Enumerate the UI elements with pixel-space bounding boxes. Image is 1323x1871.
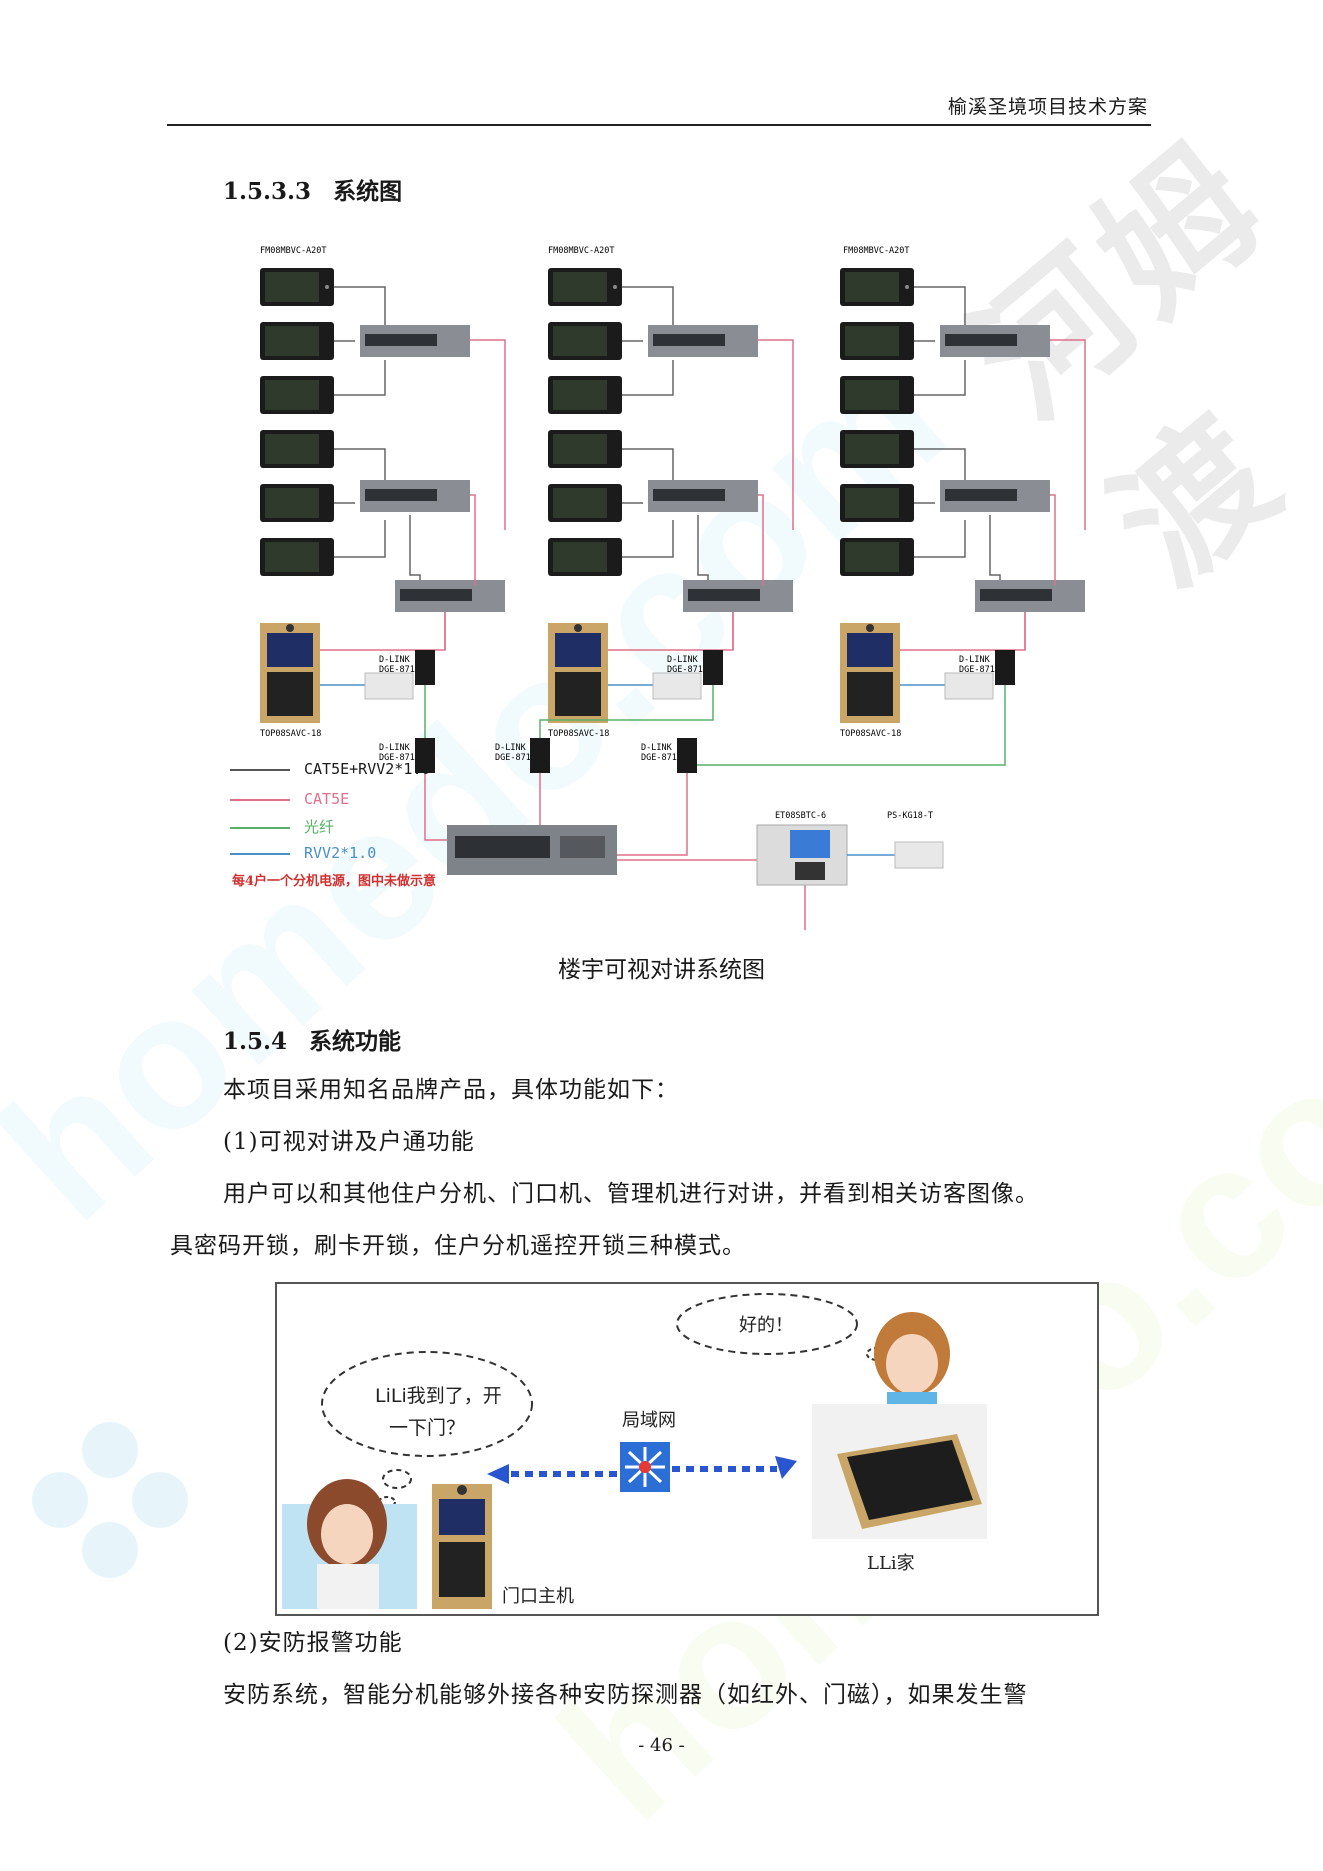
legend-swatch: [230, 768, 290, 771]
indoor-monitor-icon: [260, 268, 334, 576]
legend-swatch: [230, 798, 290, 801]
header-rule: [167, 124, 1151, 126]
diagram-svg: FM08MBVC-A20T FM08MBVC-A20T FM08MBVC-A20…: [260, 246, 1086, 930]
converter-label: D-LINK: [379, 743, 411, 753]
door-station-icon: [432, 1484, 492, 1609]
lan-label: 局域网: [622, 1410, 676, 1431]
door-station-label: 门口主机: [502, 1586, 574, 1607]
converter-label: DGE-871: [379, 753, 415, 763]
running-header: 榆溪圣境项目技术方案: [947, 96, 1148, 118]
bubble-left-line1: LiLi我到了，开: [375, 1385, 502, 1407]
indoor-tablet-icon: [812, 1404, 987, 1539]
legend-label: CAT5E: [304, 790, 350, 808]
paragraph: 用户可以和其他住户分机、门口机、管理机进行对讲，并看到相关访客图像。: [223, 1181, 1039, 1207]
building-column: TOP08SAVC-18 D-LINK DGE-871: [260, 268, 506, 739]
home-label: LLi家: [867, 1553, 915, 1574]
arrow-left-icon: [487, 1464, 509, 1484]
section-number: 1.5.3.3: [223, 178, 312, 205]
bubble-right-text: 好的！: [739, 1315, 793, 1336]
section-number: 1.5.4: [223, 1028, 288, 1055]
manager-model-label: ET08SBTC-6: [775, 811, 826, 821]
legend-label: 光纤: [304, 818, 335, 836]
manager-station-icon: [756, 824, 848, 886]
converter-label: DGE-871: [379, 665, 415, 675]
monitor-model-label: FM08MBVC-A20T: [548, 246, 615, 256]
system-diagram: FM08MBVC-A20T FM08MBVC-A20T FM08MBVC-A20…: [215, 230, 1150, 930]
diagram-note: 每4户一个分机电源，图中未做示意: [232, 874, 437, 889]
converter-label: D-LINK: [495, 743, 527, 753]
thought-bubble-left: [321, 1351, 533, 1457]
lan-switch-icon: [620, 1442, 670, 1492]
converter-label: DGE-871: [495, 753, 531, 763]
section-title: 系统功能: [309, 1028, 402, 1055]
converter-label: D-LINK: [641, 743, 673, 753]
section-heading-154: 1.5.4 系统功能: [223, 1022, 401, 1056]
power-supply-icon: [364, 672, 414, 700]
feature-heading: (2)安防报警功能: [223, 1630, 403, 1656]
monitor-model-label: FM08MBVC-A20T: [260, 246, 327, 256]
converter-label: D-LINK: [379, 655, 411, 665]
arrow-right-icon: [775, 1456, 797, 1479]
power-supply-icon: [894, 841, 944, 869]
legend-item: RVV2*1.0: [230, 844, 376, 862]
resident-girl-icon: [874, 1312, 950, 1420]
resident-girl-icon: [282, 1479, 417, 1609]
door-station-icon: [260, 623, 320, 723]
watermark-logo-icon: [32, 1422, 188, 1578]
power-model-label: PS-KG18-T: [887, 811, 933, 821]
core-switch-icon: [447, 825, 617, 875]
figure-caption: 楼宇可视对讲系统图: [558, 957, 765, 983]
intercom-illustration: LiLi我到了，开 一下门？ 好的！ 门口主机: [275, 1282, 1099, 1616]
section-heading-1533: 1.5.3.3 系统图: [223, 172, 402, 206]
page-number: - 46 -: [638, 1735, 685, 1756]
paragraph: 安防系统，智能分机能够外接各种安防探测器（如红外、门磁），如果发生警: [223, 1682, 1028, 1708]
door-station-model-label: TOP08SAVC-18: [260, 729, 321, 739]
legend-label: CAT5E+RVV2*1.0: [304, 760, 431, 778]
legend-label: RVV2*1.0: [304, 844, 377, 862]
legend-swatch: [230, 826, 290, 829]
switch-icon: [360, 325, 505, 612]
monitor-model-label: FM08MBVC-A20T: [843, 246, 910, 256]
legend-item: CAT5E+RVV2*1.0: [230, 760, 430, 778]
media-converter-icon: [415, 650, 435, 685]
paragraph: 具密码开锁，刷卡开锁，住户分机遥控开锁三种模式。: [170, 1233, 746, 1259]
legend-item: CAT5E: [230, 790, 349, 808]
converter-label: DGE-871: [641, 753, 677, 763]
section-title: 系统图: [333, 178, 403, 205]
thought-bubble-right: [676, 1293, 858, 1355]
legend-item: 光纤: [230, 816, 334, 837]
media-converter-icon: [415, 738, 697, 773]
bubble-left-line2: 一下门？: [389, 1417, 465, 1439]
legend-swatch: [230, 852, 290, 855]
paragraph: 本项目采用知名品牌产品，具体功能如下：: [223, 1077, 679, 1103]
illustration-svg: LiLi我到了，开 一下门？ 好的！ 门口主机: [282, 1293, 987, 1609]
feature-heading: (1)可视对讲及户通功能: [223, 1129, 475, 1155]
